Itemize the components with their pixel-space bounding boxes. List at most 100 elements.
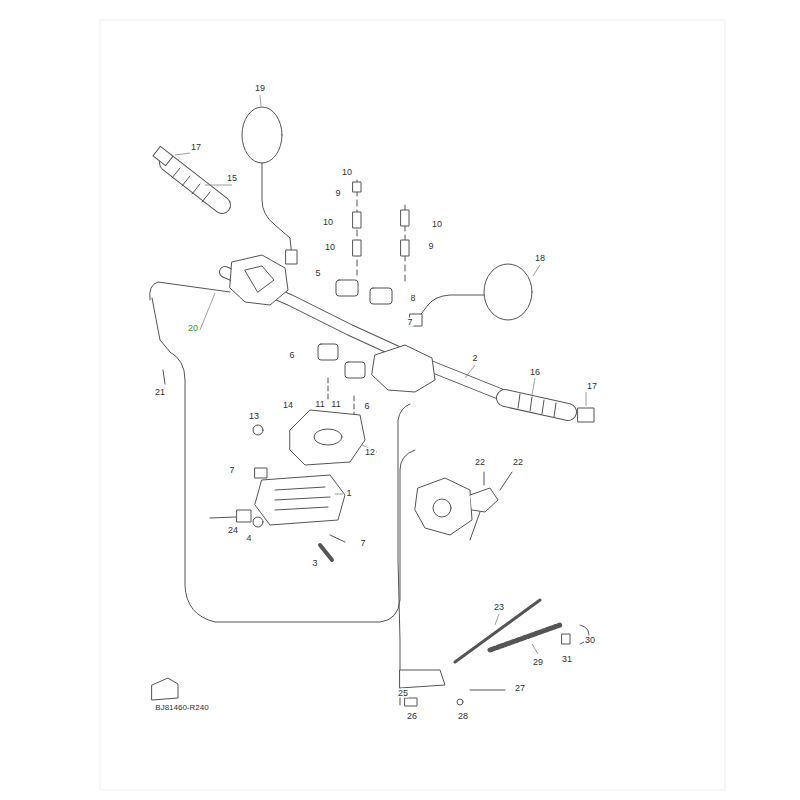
lever — [150, 282, 230, 300]
throttle-body — [415, 478, 472, 535]
switch-housing — [230, 255, 288, 305]
cable — [470, 512, 480, 540]
cable-bracket — [400, 670, 445, 688]
callout-number: 8 — [409, 294, 416, 303]
callout-number: 18 — [534, 254, 546, 263]
grip-inner — [505, 398, 568, 412]
throttle-housing — [372, 345, 435, 392]
cable-adjuster — [455, 600, 540, 662]
callout-number: 7 — [406, 318, 413, 327]
callout-number: 11 — [314, 400, 325, 409]
bracket — [470, 488, 498, 512]
callout-number: 29 — [532, 658, 544, 667]
callout-number: 17 — [190, 143, 202, 152]
screw — [210, 517, 236, 518]
grip-ribs — [518, 394, 556, 417]
callout-number: 26 — [406, 712, 418, 721]
callout-number: 22 — [512, 458, 524, 467]
mirror — [242, 107, 282, 163]
callout-number: 11 — [330, 400, 341, 409]
bracket — [255, 475, 345, 525]
mirror-stem — [418, 295, 484, 318]
bolt — [401, 210, 409, 226]
bracket-ribs — [275, 487, 330, 510]
callout-number: 12 — [364, 448, 376, 457]
callout-number: 19 — [254, 84, 266, 93]
switch-detail — [245, 266, 274, 292]
cable — [170, 352, 415, 622]
callout-number: 4 — [245, 534, 252, 543]
bolt-axis — [357, 180, 405, 285]
callout-number: 2 — [471, 354, 478, 363]
grip — [505, 398, 568, 412]
grip-inner — [168, 163, 222, 205]
callout-number: 10 — [324, 243, 336, 252]
cable — [398, 404, 410, 705]
clip — [330, 535, 345, 542]
callout-number: 13 — [248, 412, 260, 421]
callout-number: 30 — [584, 636, 596, 645]
crown-hole — [314, 429, 342, 445]
collar — [562, 634, 570, 644]
callout-number: 9 — [334, 189, 341, 198]
upper-holder — [336, 280, 358, 296]
diagram-code: BJ81460-R240 — [154, 704, 209, 712]
page-frame — [100, 20, 725, 790]
bolt — [353, 240, 361, 256]
callout-number: 3 — [311, 559, 318, 568]
callout-number: 5 — [314, 269, 321, 278]
screw — [500, 472, 512, 490]
callout-number: 27 — [514, 684, 526, 693]
leader-line — [200, 293, 215, 330]
callout-number: 9 — [427, 242, 434, 251]
nut — [457, 699, 463, 705]
callout-number: 31 — [561, 655, 573, 664]
diagram-icon — [152, 678, 178, 700]
leader-line — [465, 365, 475, 378]
lower-holder — [345, 362, 365, 378]
washer — [253, 517, 263, 527]
callout-number: 22 — [474, 458, 486, 467]
callout-number: 15 — [226, 174, 238, 183]
upper-holder — [370, 288, 392, 304]
callout-number: 17 — [586, 382, 598, 391]
callout-number: 6 — [288, 351, 295, 360]
leader-line — [260, 95, 261, 106]
bolt — [401, 240, 409, 256]
leader-line — [533, 265, 540, 276]
callout-number: 14 — [282, 401, 294, 410]
mirror-stem — [262, 163, 292, 258]
clamp — [237, 510, 251, 522]
leader-line — [175, 153, 190, 155]
callout-number: 7 — [228, 466, 235, 475]
nut — [253, 425, 263, 435]
grip-ribs — [172, 168, 210, 202]
leader-line — [495, 614, 499, 625]
damper — [405, 698, 417, 706]
lower-holder — [318, 344, 338, 360]
clip — [255, 468, 267, 478]
screw — [484, 472, 485, 485]
grip — [168, 163, 222, 205]
leader-line — [586, 392, 587, 406]
callout-number: 1 — [345, 489, 352, 498]
spring — [490, 625, 560, 650]
callout-number: 7 — [359, 539, 366, 548]
mirror — [484, 264, 532, 320]
callout-number: 20 — [187, 324, 199, 333]
callout-number: 10 — [341, 168, 353, 177]
callout-number: 21 — [154, 388, 166, 397]
screw — [163, 370, 165, 384]
leader-line — [335, 494, 343, 495]
callout-number: 28 — [457, 712, 469, 721]
bolt — [353, 182, 361, 192]
mirror-base — [286, 250, 297, 264]
callout-number: 16 — [529, 368, 541, 377]
pulley — [433, 499, 451, 517]
screw — [470, 690, 505, 691]
leader-line — [205, 185, 232, 186]
cable-end — [152, 298, 170, 352]
